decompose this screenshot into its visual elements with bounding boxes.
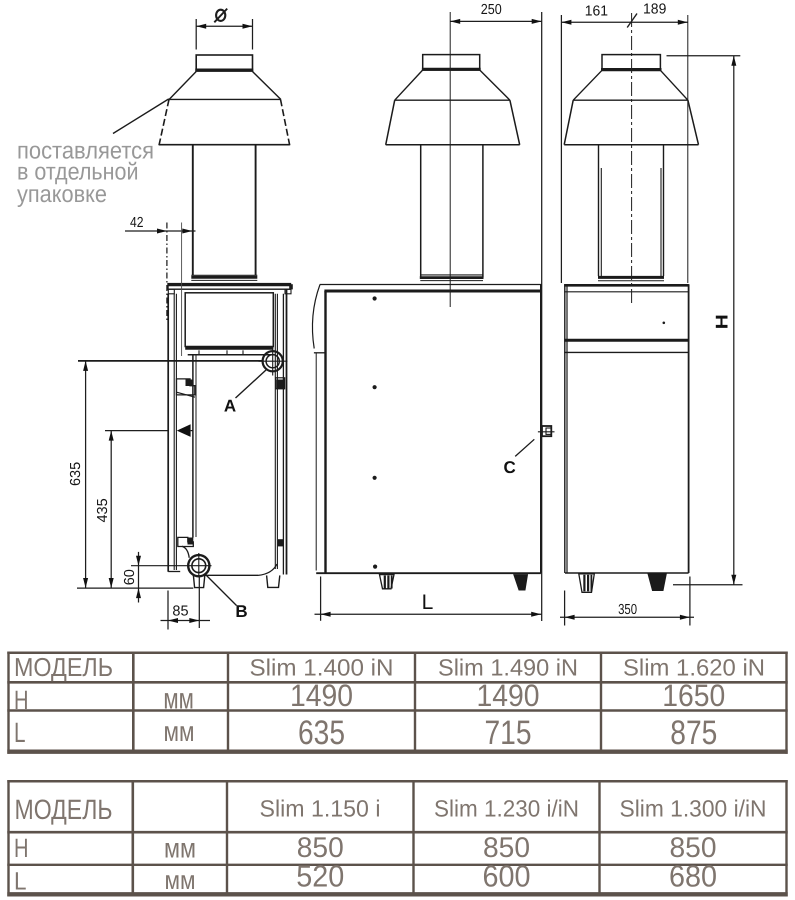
svg-text:L: L <box>14 868 27 896</box>
svg-text:МОДЕЛЬ: МОДЕЛЬ <box>14 652 113 682</box>
svg-text:161: 161 <box>585 4 608 20</box>
svg-text:60: 60 <box>122 569 138 585</box>
svg-text:мм: мм <box>165 865 196 895</box>
svg-text:упаковке: упаковке <box>17 181 107 208</box>
svg-text:680: 680 <box>669 860 717 894</box>
svg-text:Slim 1.150 i: Slim 1.150 i <box>260 796 381 822</box>
svg-text:Slim 1.230 i/iN: Slim 1.230 i/iN <box>434 796 579 822</box>
svg-text:мм: мм <box>164 833 196 864</box>
svg-text:мм: мм <box>163 684 194 716</box>
svg-text:635: 635 <box>298 714 345 752</box>
svg-text:Slim 1.400 iN: Slim 1.400 iN <box>250 655 394 681</box>
svg-text:875: 875 <box>670 714 717 752</box>
svg-text:250: 250 <box>481 2 502 18</box>
svg-text:1490: 1490 <box>290 678 353 713</box>
svg-text:85: 85 <box>172 604 188 620</box>
svg-text:850: 850 <box>483 832 530 864</box>
svg-text:поставляется: поставляется <box>17 138 154 165</box>
svg-text:42: 42 <box>130 215 144 231</box>
svg-text:600: 600 <box>483 860 531 894</box>
svg-text:350: 350 <box>618 602 637 618</box>
svg-text:Slim 1.300 i/iN: Slim 1.300 i/iN <box>620 796 767 822</box>
svg-text:1650: 1650 <box>662 678 725 713</box>
svg-text:850: 850 <box>297 832 344 864</box>
svg-text:L: L <box>422 591 434 614</box>
svg-text:715: 715 <box>485 714 532 752</box>
svg-text:1490: 1490 <box>477 678 540 713</box>
svg-text:B: B <box>235 602 247 621</box>
svg-text:H: H <box>712 314 731 329</box>
svg-text:мм: мм <box>164 716 195 747</box>
svg-text:МОДЕЛЬ: МОДЕЛЬ <box>15 794 113 825</box>
svg-text:850: 850 <box>670 832 717 864</box>
svg-text:H: H <box>14 833 29 863</box>
svg-text:в отдельной: в отдельной <box>17 159 139 186</box>
svg-text:H: H <box>14 685 29 715</box>
svg-text:635: 635 <box>68 462 84 486</box>
svg-text:L: L <box>14 717 26 748</box>
svg-text:520: 520 <box>296 860 344 894</box>
svg-text:189: 189 <box>643 2 666 18</box>
svg-text:435: 435 <box>95 498 111 522</box>
svg-text:Slim 1.620 iN: Slim 1.620 iN <box>623 655 765 681</box>
svg-text:C: C <box>503 458 515 477</box>
svg-text:A: A <box>224 397 236 416</box>
svg-text:Slim 1.490 iN: Slim 1.490 iN <box>438 655 578 681</box>
